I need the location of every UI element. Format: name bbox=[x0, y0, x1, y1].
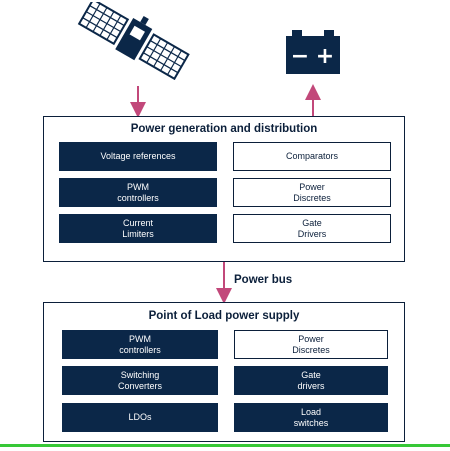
block-label: Voltage references bbox=[100, 151, 176, 161]
point-of-load-panel: Point of Load power supply PWM controlle… bbox=[43, 302, 405, 442]
power-bus-label: Power bus bbox=[234, 274, 293, 286]
battery-icon: − + bbox=[286, 30, 340, 74]
power-discretes-block: Power Discretes bbox=[233, 178, 391, 207]
pwm-controllers-block: PWM controllers bbox=[59, 178, 217, 207]
switching-converters-block: Switching Converters bbox=[62, 366, 218, 395]
block-label: LDOs bbox=[128, 412, 152, 422]
voltage-references-block: Voltage references bbox=[59, 142, 217, 171]
block-label: Power Discretes bbox=[292, 333, 330, 355]
block-label: Current Limiters bbox=[122, 217, 154, 239]
power-generation-title: Power generation and distribution bbox=[130, 123, 318, 135]
pol-pwm-controllers-block: PWM controllers bbox=[62, 330, 218, 359]
block-label: Load switches bbox=[293, 406, 329, 428]
battery-plus-sign: + bbox=[316, 44, 334, 69]
point-of-load-title: Point of Load power supply bbox=[148, 310, 300, 322]
block-label: Power Discretes bbox=[293, 181, 331, 203]
current-limiters-block: Current Limiters bbox=[59, 214, 217, 243]
block-label: PWM controllers bbox=[117, 181, 159, 203]
battery-minus-sign: − bbox=[291, 44, 309, 69]
pol-power-discretes-block: Power Discretes bbox=[234, 330, 388, 359]
bottom-divider-line bbox=[0, 444, 450, 447]
block-label: Comparators bbox=[285, 151, 339, 161]
satellite-icon bbox=[77, 2, 190, 80]
block-label: PWM controllers bbox=[119, 333, 161, 355]
power-generation-panel: Power generation and distribution Voltag… bbox=[43, 116, 405, 262]
pol-gate-drivers-block: Gate drivers bbox=[234, 366, 388, 395]
gate-drivers-block: Gate Drivers bbox=[233, 214, 391, 243]
comparators-block: Comparators bbox=[233, 142, 391, 171]
block-label: Switching Converters bbox=[117, 369, 162, 391]
block-label: Gate Drivers bbox=[297, 217, 327, 239]
load-switches-block: Load switches bbox=[234, 403, 388, 432]
ldos-block: LDOs bbox=[62, 403, 218, 432]
block-label: Gate drivers bbox=[297, 369, 325, 391]
